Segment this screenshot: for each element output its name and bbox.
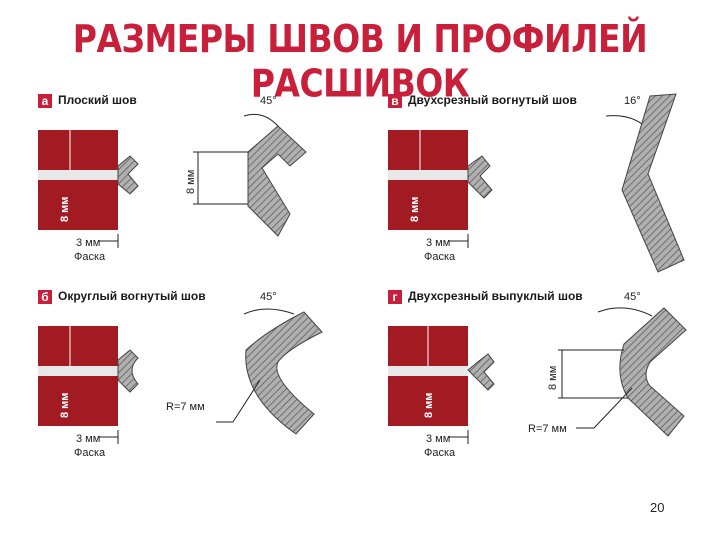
mortar-joint — [388, 366, 468, 376]
angle-label: 45° — [260, 291, 277, 303]
jointing-tool — [117, 349, 139, 393]
angle-label: 45° — [260, 95, 277, 107]
double-cut-convex-diagram: 8 мм 3 мм Фаска 8 мм 45° R=7 мм — [388, 291, 687, 459]
jointing-tool — [467, 155, 493, 199]
chamfer-label: Фаска — [424, 251, 456, 263]
mortar-joint — [388, 170, 468, 180]
radius-label: R=7 мм — [166, 401, 205, 413]
panel-letter: в — [388, 94, 402, 108]
brick-dimension: 8 мм — [59, 197, 71, 222]
brick-dimension: 8 мм — [409, 197, 421, 222]
profile-shape — [619, 307, 687, 437]
brick-dimension: 8 мм — [59, 393, 71, 418]
upper-brick — [38, 326, 118, 366]
panel-double-cut-convex: г Двухсрезный выпуклый шов 8 мм 3 мм Фас… — [388, 289, 718, 480]
radius-label: R=7 мм — [528, 423, 567, 435]
page-number: 20 — [650, 500, 665, 515]
brick-dimension: 8 мм — [423, 393, 435, 418]
chamfer-label: Фаска — [74, 447, 106, 459]
lower-brick — [388, 376, 468, 426]
chamfer-value: 3 мм — [426, 237, 450, 249]
panel-flat-joint: а Плоский шов 8 мм 3 мм Фаска 8 мм 45° — [38, 93, 368, 284]
panel-letter: а — [38, 94, 52, 108]
double-cut-concave-diagram: 8 мм 3 мм Фаска 16° — [388, 93, 685, 273]
panel-label: Округлый вогнутый шов — [58, 289, 206, 303]
jointing-tool — [117, 155, 139, 195]
panel-letter: г — [388, 290, 402, 304]
profile-shape — [245, 311, 323, 435]
flat-joint-diagram: 8 мм 3 мм Фаска 8 мм 45° — [38, 95, 307, 263]
lower-brick — [38, 376, 118, 426]
profile-shape — [247, 125, 307, 237]
mortar-joint — [38, 170, 118, 180]
lower-brick — [38, 180, 118, 230]
lower-brick — [388, 180, 468, 230]
chamfer-label: Фаска — [74, 251, 106, 263]
chamfer-value: 3 мм — [76, 433, 100, 445]
chamfer-value: 3 мм — [76, 237, 100, 249]
upper-brick — [388, 130, 468, 170]
panel-double-cut-concave: в Двухсрезный вогнутый шов 8 мм 3 мм Фас… — [388, 93, 718, 284]
round-concave-diagram: 8 мм 3 мм Фаска 45° R=7 мм — [38, 291, 323, 459]
profile-dimension: 8 мм — [185, 170, 197, 194]
page-title: РАЗМЕРЫ ШВОВ И ПРОФИЛЕЙ РАСШИВОК — [72, 16, 648, 106]
profile-shape — [621, 93, 685, 273]
chamfer-value: 3 мм — [426, 433, 450, 445]
angle-label: 45° — [624, 291, 641, 303]
profile-dimension: 8 мм — [547, 366, 559, 390]
panel-label: Двухсрезный вогнутый шов — [408, 93, 577, 107]
panel-label: Плоский шов — [58, 93, 137, 107]
panel-round-concave: б Округлый вогнутый шов 8 мм 3 мм Фаска … — [38, 289, 368, 480]
mortar-joint — [38, 366, 118, 376]
jointing-tool — [467, 353, 495, 391]
panel-label: Двухсрезный выпуклый шов — [408, 289, 583, 303]
angle-label: 16° — [624, 95, 641, 107]
panel-letter: б — [38, 290, 52, 304]
upper-brick — [38, 130, 118, 170]
chamfer-label: Фаска — [424, 447, 456, 459]
